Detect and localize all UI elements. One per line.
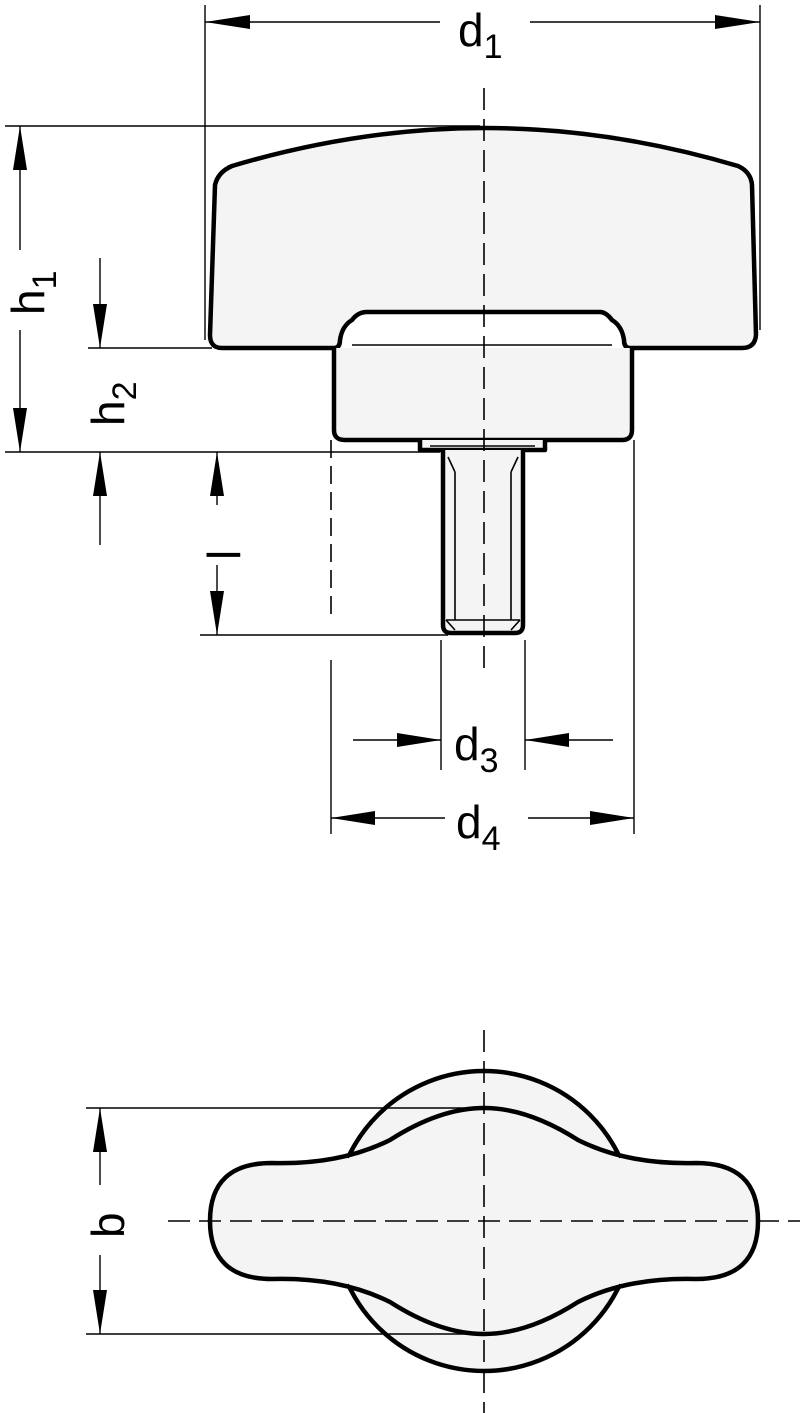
label-b: b (82, 1212, 134, 1238)
label-d3: d3 (454, 718, 499, 780)
top-view (168, 1030, 800, 1413)
arrow-h1-top (13, 126, 27, 170)
stud-chamfer-top-r (510, 456, 519, 473)
dim-h1: h1 (2, 125, 480, 453)
stud-chamfer-top (447, 456, 456, 473)
side-view (207, 88, 759, 670)
label-h1: h1 (2, 270, 64, 315)
arrow-d1-left (205, 15, 250, 29)
arrow-l-top (210, 452, 224, 496)
arrow-d3-right (525, 733, 569, 747)
washer-outline (417, 440, 548, 453)
hub-outline (331, 348, 635, 443)
arrow-h2-bottom (93, 452, 107, 496)
hub-arc-bottom (347, 1283, 621, 1372)
dim-d4: d4 (330, 440, 635, 858)
stud-chamfer-bl (445, 619, 456, 631)
label-d1: d1 (458, 4, 503, 66)
arrow-d4-right (590, 811, 634, 825)
arrow-b-bottom (93, 1290, 107, 1334)
stud-chamfer-br (510, 619, 521, 631)
arrow-d1-right (715, 15, 760, 29)
dim-d1: d1 (204, 4, 761, 340)
label-h2: h2 (82, 381, 144, 426)
arrow-h2-top (93, 304, 107, 348)
label-l: l (198, 550, 250, 560)
arrow-d4-left (331, 811, 375, 825)
arrow-d3-left (397, 733, 441, 747)
arrow-h1-bottom (13, 408, 27, 452)
stud-outline (440, 450, 526, 636)
label-d4: d4 (456, 796, 501, 858)
arrow-b-top (93, 1108, 107, 1152)
knob-head-outline (207, 125, 759, 351)
arrow-l-bottom (210, 591, 224, 635)
dim-h2: h2 (82, 258, 212, 545)
dim-l: l (198, 452, 448, 636)
dim-d3: d3 (353, 640, 613, 780)
dim-b: b (82, 1107, 484, 1335)
